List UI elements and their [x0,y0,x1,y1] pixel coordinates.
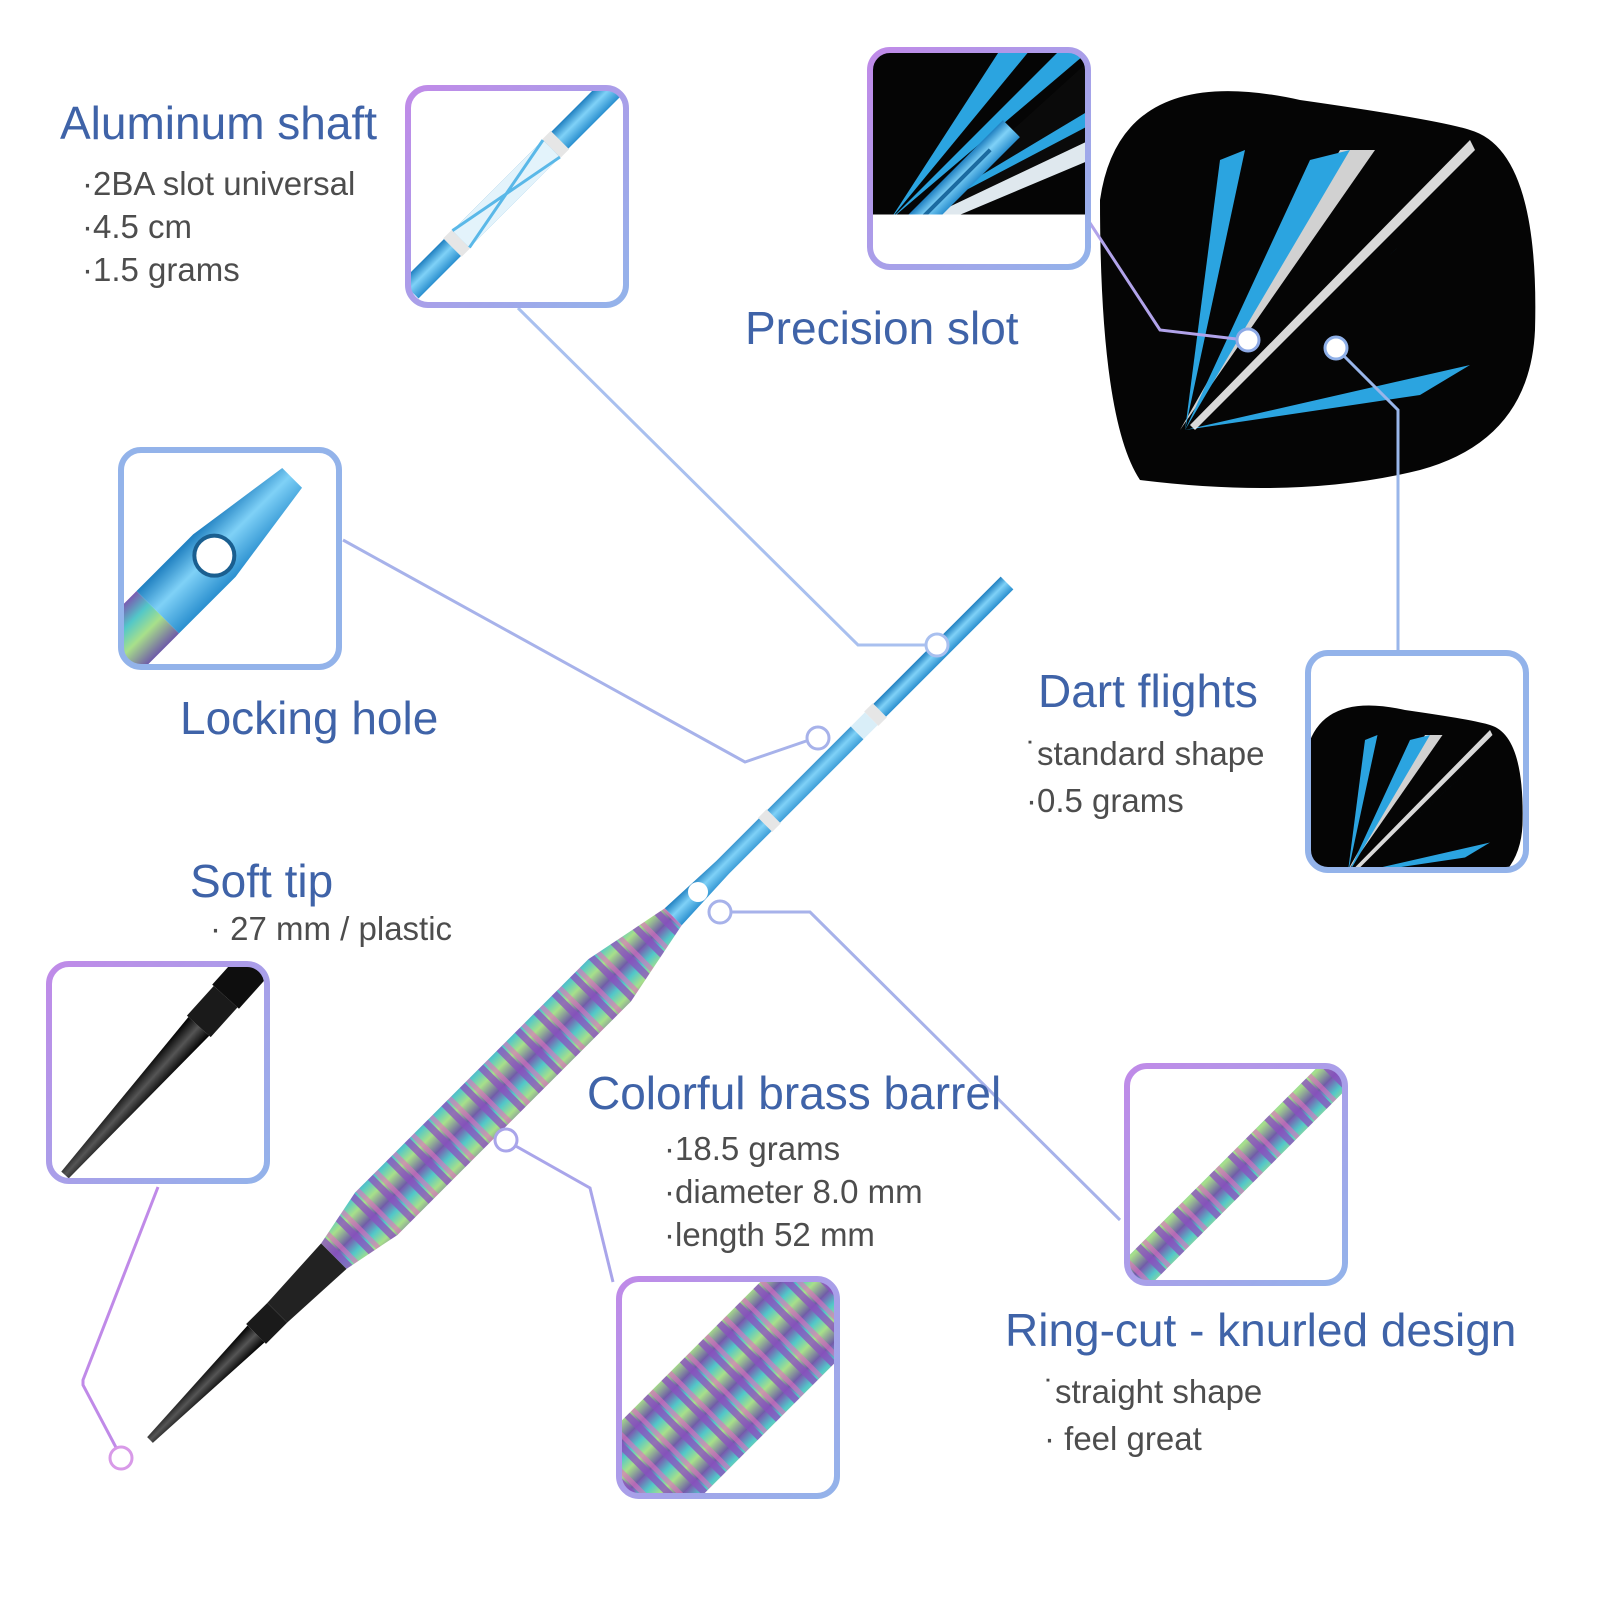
zoom-inset-shaft [405,85,629,308]
brass-barrel-title: Colorful brass barrel [587,1067,1002,1119]
locking-hole [688,881,709,902]
zoom-inset-soft-tip [46,961,270,1184]
dart-flights-title: Dart flights [1038,665,1258,717]
aluminum-shaft [664,726,864,926]
soft-tip-title: Soft tip [190,855,334,907]
brass-barrel [321,908,682,1269]
aluminum-shaft-specs: ·2BA slot universal ·4.5 cm ·1.5 grams [82,162,355,291]
zoom-inset-barrel [616,1276,840,1499]
dart-flights-spec: ·0.5 grams [1026,782,1184,819]
ring-cut-spec: · feel great [1044,1420,1202,1457]
aluminum-shaft-spec: ·2BA slot universal [82,165,356,202]
dart-flights-spec: ˙standard shape [1026,735,1265,772]
aluminum-shaft-title: Aluminum shaft [60,97,378,149]
aluminum-shaft-spec: ·4.5 cm [82,208,193,245]
brass-barrel-specs: ·18.5 grams ·diameter 8.0 mm ·length 52 … [664,1127,923,1256]
dart-flights-specs: ˙standard shape ·0.5 grams [1026,730,1265,824]
brass-barrel-spec: ·18.5 grams [664,1130,841,1167]
soft-tip-spec: · 27 mm / plastic [210,910,453,947]
locking-hole-title: Locking hole [180,692,439,744]
zoom-inset-ring-cut [1124,1063,1348,1286]
callout-lines [81,219,1400,1456]
soft-tip [147,1325,265,1443]
zoom-inset-flight [1305,650,1529,873]
main-flight [1100,91,1536,488]
ring-cut-spec: ˙straight shape [1044,1373,1263,1410]
ring-cut-title: Ring-cut - knurled design [1005,1304,1517,1356]
brass-barrel-spec: ·length 52 mm [664,1216,875,1253]
soft-tip-specs: · 27 mm / plastic [210,907,452,950]
callout-dots [108,327,1349,1471]
ring-cut-specs: ˙straight shape · feel great [1044,1368,1262,1462]
zoom-inset-locking-hole [118,447,342,670]
zoom-inset-slot [867,47,1091,270]
aluminum-shaft-spec: ·1.5 grams [82,251,240,288]
precision-slot-title: Precision slot [745,302,1019,354]
brass-barrel-spec: ·diameter 8.0 mm [664,1173,923,1210]
